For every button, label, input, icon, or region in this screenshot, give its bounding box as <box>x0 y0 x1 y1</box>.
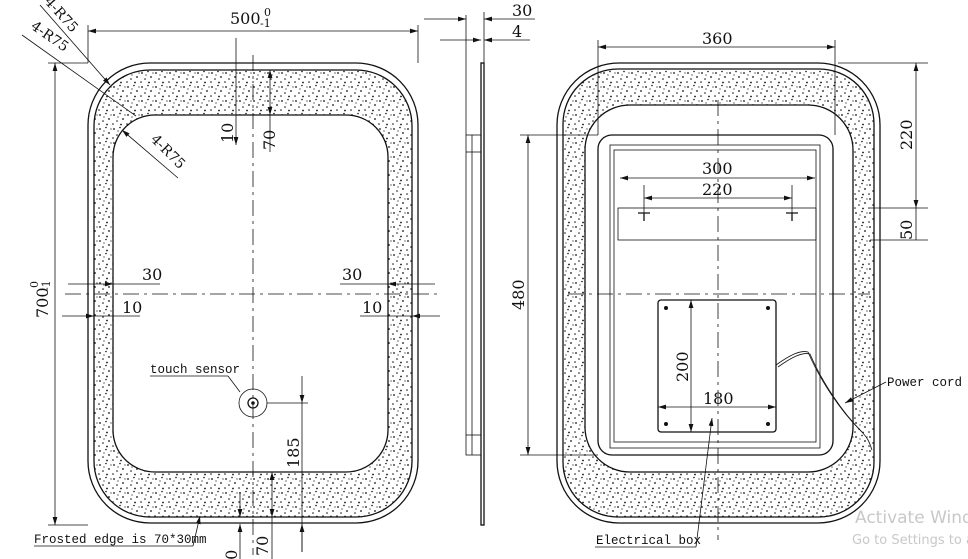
power-cord-label: Power cord <box>887 376 962 390</box>
right-edge-dim: 10 <box>362 298 382 317</box>
front-view: 500 0 -1 700 0 -1 4-R75 4-R75 4-R75 10 7… <box>21 0 440 559</box>
frame-height-dim: 480 <box>509 279 528 310</box>
bracket-height-dim: 50 <box>897 220 916 240</box>
glass-dim: 4 <box>512 22 522 41</box>
bracket-span-dim: 220 <box>702 180 733 199</box>
top-edge-dim: 10 <box>218 123 237 143</box>
width-tol-lower: -1 <box>260 17 271 30</box>
box-width-dim: 180 <box>703 389 734 408</box>
light-width-dim: 300 <box>702 159 733 178</box>
frosted-edge-note: Frosted edge is 70*30mm <box>34 533 207 547</box>
left-edge-dim: 10 <box>122 298 142 317</box>
watermark-subtitle: Go to Settings to activate Windows. <box>852 533 968 548</box>
electrical-box <box>657 299 777 433</box>
watermark-title: Activate Windows <box>855 508 968 528</box>
right-frost-dim: 30 <box>342 265 362 284</box>
depth-dim: 30 <box>512 1 532 20</box>
electrical-box-label: Electrical box <box>596 534 701 548</box>
top-offset-dim: 220 <box>897 119 916 150</box>
bottom-edge-dim: 10 <box>222 550 241 559</box>
frosted-band <box>93 69 413 518</box>
hanging-brackets <box>638 212 798 221</box>
height-tol-upper: 0 <box>28 281 41 288</box>
sensor-height-dim: 185 <box>284 437 303 468</box>
top-frost-dim: 70 <box>260 130 279 150</box>
back-view: 360 300 220 220 50 480 200 180 Po <box>509 29 962 548</box>
height-dim: 700 <box>33 287 52 318</box>
left-frost-dim: 30 <box>142 265 162 284</box>
power-cord <box>775 351 873 451</box>
light-strip <box>617 207 817 241</box>
frame-width-dim: 360 <box>702 29 733 48</box>
back-mirror-outline <box>556 62 881 524</box>
glass-profile <box>480 62 485 526</box>
radius-label-inner: 4-R75 <box>147 132 188 173</box>
bottom-frost-dim: 70 <box>253 536 272 556</box>
side-view: 30 4 <box>424 1 535 526</box>
box-height-dim: 200 <box>673 351 692 382</box>
touch-sensor-label: touch sensor <box>150 363 240 377</box>
width-dim: 500 <box>230 9 261 28</box>
back-frosted-band <box>562 68 875 518</box>
height-tol-lower: -1 <box>40 280 53 291</box>
width-tol-upper: 0 <box>264 6 271 19</box>
back-frame <box>597 134 834 456</box>
